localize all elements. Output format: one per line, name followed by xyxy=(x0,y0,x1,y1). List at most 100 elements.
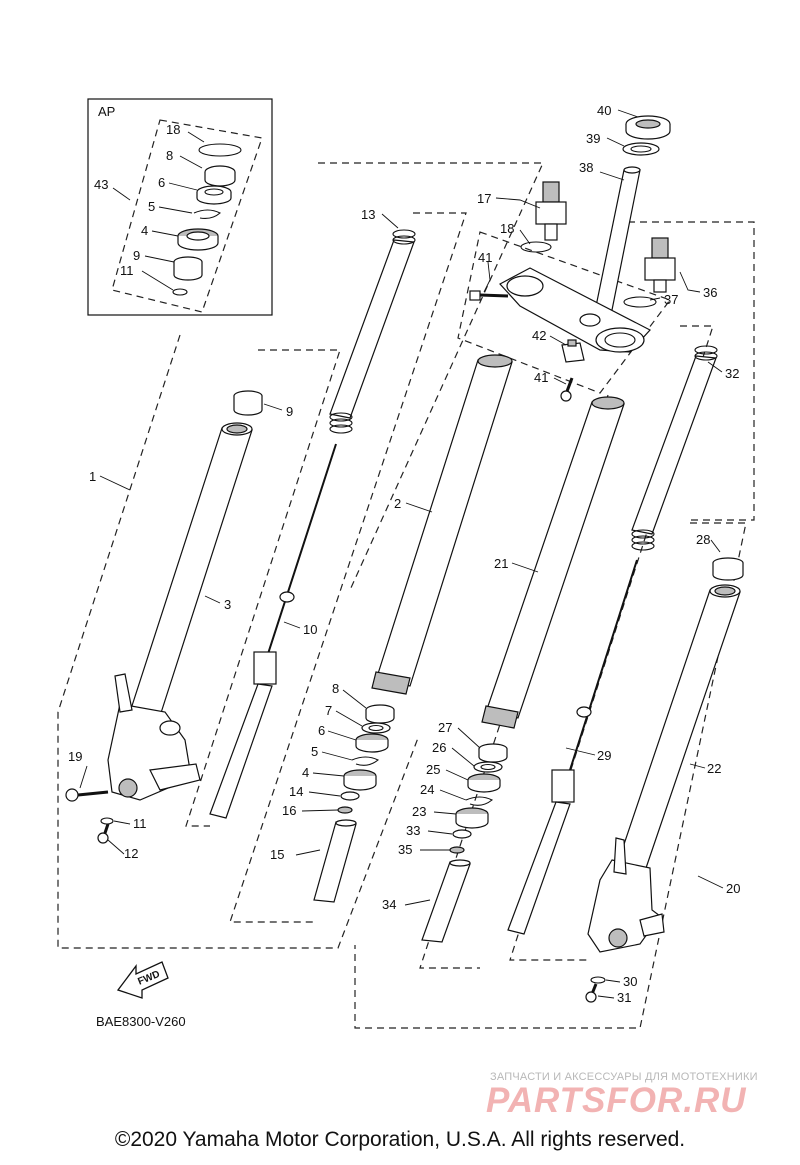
oil-seal-23 xyxy=(455,807,489,829)
bushing-25 xyxy=(467,773,501,793)
callout-8: 8 xyxy=(332,681,339,696)
callout-33: 33 xyxy=(406,823,420,838)
clip-24 xyxy=(465,796,494,806)
bearing-40 xyxy=(625,115,671,140)
damper-adjuster-36 xyxy=(644,237,676,293)
ap-bushing-9 xyxy=(173,256,203,281)
callout-26: 26 xyxy=(432,740,446,755)
cylinder-15 xyxy=(313,819,357,903)
callout-35: 35 xyxy=(398,842,412,857)
washer-33 xyxy=(452,829,472,839)
bushing-9 xyxy=(233,390,263,416)
callout-ap-5: 5 xyxy=(148,199,155,214)
oring-18 xyxy=(520,241,552,253)
ap-oil-seal-4 xyxy=(177,228,219,251)
callout-labels: 40 39 38 17 18 13 41 37 36 42 41 32 9 1 … xyxy=(68,103,740,1005)
ap-bushing-8 xyxy=(204,165,236,187)
callout-13: 13 xyxy=(361,207,375,222)
callout-16: 16 xyxy=(282,803,296,818)
collar-16 xyxy=(337,806,353,814)
right-tube-outline xyxy=(419,394,609,969)
bolt-41-lower xyxy=(560,377,574,402)
left-fork-assembly xyxy=(65,229,513,903)
ap-kit-group-outline xyxy=(111,119,263,313)
steering-assembly xyxy=(469,115,676,402)
ap-clip-5 xyxy=(193,209,221,219)
washer-7 xyxy=(361,722,391,734)
diagram-reference-code: BAE8300-V260 xyxy=(96,1014,186,1029)
callout-18: 18 xyxy=(500,221,514,236)
inner-tube-21 xyxy=(481,396,625,729)
callout-28: 28 xyxy=(696,532,710,547)
callout-ap-6: 6 xyxy=(158,175,165,190)
ap-washer-6 xyxy=(196,185,232,205)
bearing-39 xyxy=(622,142,660,156)
callout-ap-11: 11 xyxy=(120,263,134,278)
callout-12: 12 xyxy=(124,846,138,861)
callout-41-lower: 41 xyxy=(534,370,548,385)
bushing-8 xyxy=(365,704,395,724)
callout-24: 24 xyxy=(420,782,434,797)
callout-15: 15 xyxy=(270,847,284,862)
callout-39: 39 xyxy=(586,131,600,146)
damper-rod-10 xyxy=(209,443,337,819)
ap-washer-11 xyxy=(172,288,188,296)
leader-lines xyxy=(79,109,724,999)
callout-11: 11 xyxy=(133,816,147,831)
clip-5 xyxy=(351,756,380,766)
callout-4: 4 xyxy=(302,765,309,780)
callout-ap-4: 4 xyxy=(141,223,148,238)
left-inner-tube-outline xyxy=(229,212,467,923)
right-cap-group-outline xyxy=(616,221,755,521)
ap-oring xyxy=(198,143,242,157)
bushing-6 xyxy=(355,733,389,753)
callout-21: 21 xyxy=(494,556,508,571)
right-fork-seal-stack xyxy=(449,743,508,854)
damper-rod-29 xyxy=(507,559,638,935)
bushing-27 xyxy=(478,743,508,763)
callout-ap-9: 9 xyxy=(133,248,140,263)
callout-29: 29 xyxy=(597,748,611,763)
washer-30 xyxy=(590,976,606,984)
callout-41-upper: 41 xyxy=(478,250,492,265)
bolt-12 xyxy=(97,823,110,844)
bolt-31 xyxy=(585,983,598,1003)
spring-13 xyxy=(329,229,416,434)
inner-tube-2 xyxy=(371,354,513,695)
bolt-19 xyxy=(65,788,109,802)
clamp-42 xyxy=(561,339,585,363)
damper-adjuster-17 xyxy=(535,181,567,241)
callout-27: 27 xyxy=(438,720,452,735)
callout-14: 14 xyxy=(289,784,303,799)
fork-bottom-left xyxy=(107,673,201,801)
callout-6: 6 xyxy=(318,723,325,738)
washer-26 xyxy=(473,761,503,773)
ap-box-frame xyxy=(87,98,273,316)
left-outer-tube-outline xyxy=(185,349,341,827)
callout-ap-43: 43 xyxy=(94,177,108,192)
left-fork-seal-stack xyxy=(337,704,395,814)
callout-22: 22 xyxy=(707,761,721,776)
callout-ap-8: 8 xyxy=(166,148,173,163)
outer-tube-3 xyxy=(129,422,253,717)
left-fork-group-outline xyxy=(57,334,419,949)
callout-31: 31 xyxy=(617,990,631,1005)
fwd-arrow: FWD xyxy=(116,961,169,999)
oring-37 xyxy=(623,296,657,308)
callout-2: 2 xyxy=(394,496,401,511)
callout-5: 5 xyxy=(311,744,318,759)
cylinder-34 xyxy=(421,859,471,943)
ap-kit-inset: AP 18 8 43 6 xyxy=(87,98,273,316)
callout-9: 9 xyxy=(286,404,293,419)
spring-32 xyxy=(631,345,718,551)
callout-ap-18: 18 xyxy=(166,122,180,137)
right-fork-group-outline xyxy=(354,522,747,1029)
callout-38: 38 xyxy=(579,160,593,175)
washer-14 xyxy=(340,791,360,801)
callout-3: 3 xyxy=(224,597,231,612)
collar-35 xyxy=(449,846,465,854)
callout-17: 17 xyxy=(477,191,491,206)
ap-box-label: AP xyxy=(98,104,115,119)
copyright-notice: ©2020 Yamaha Motor Corporation, U.S.A. A… xyxy=(114,1128,686,1151)
